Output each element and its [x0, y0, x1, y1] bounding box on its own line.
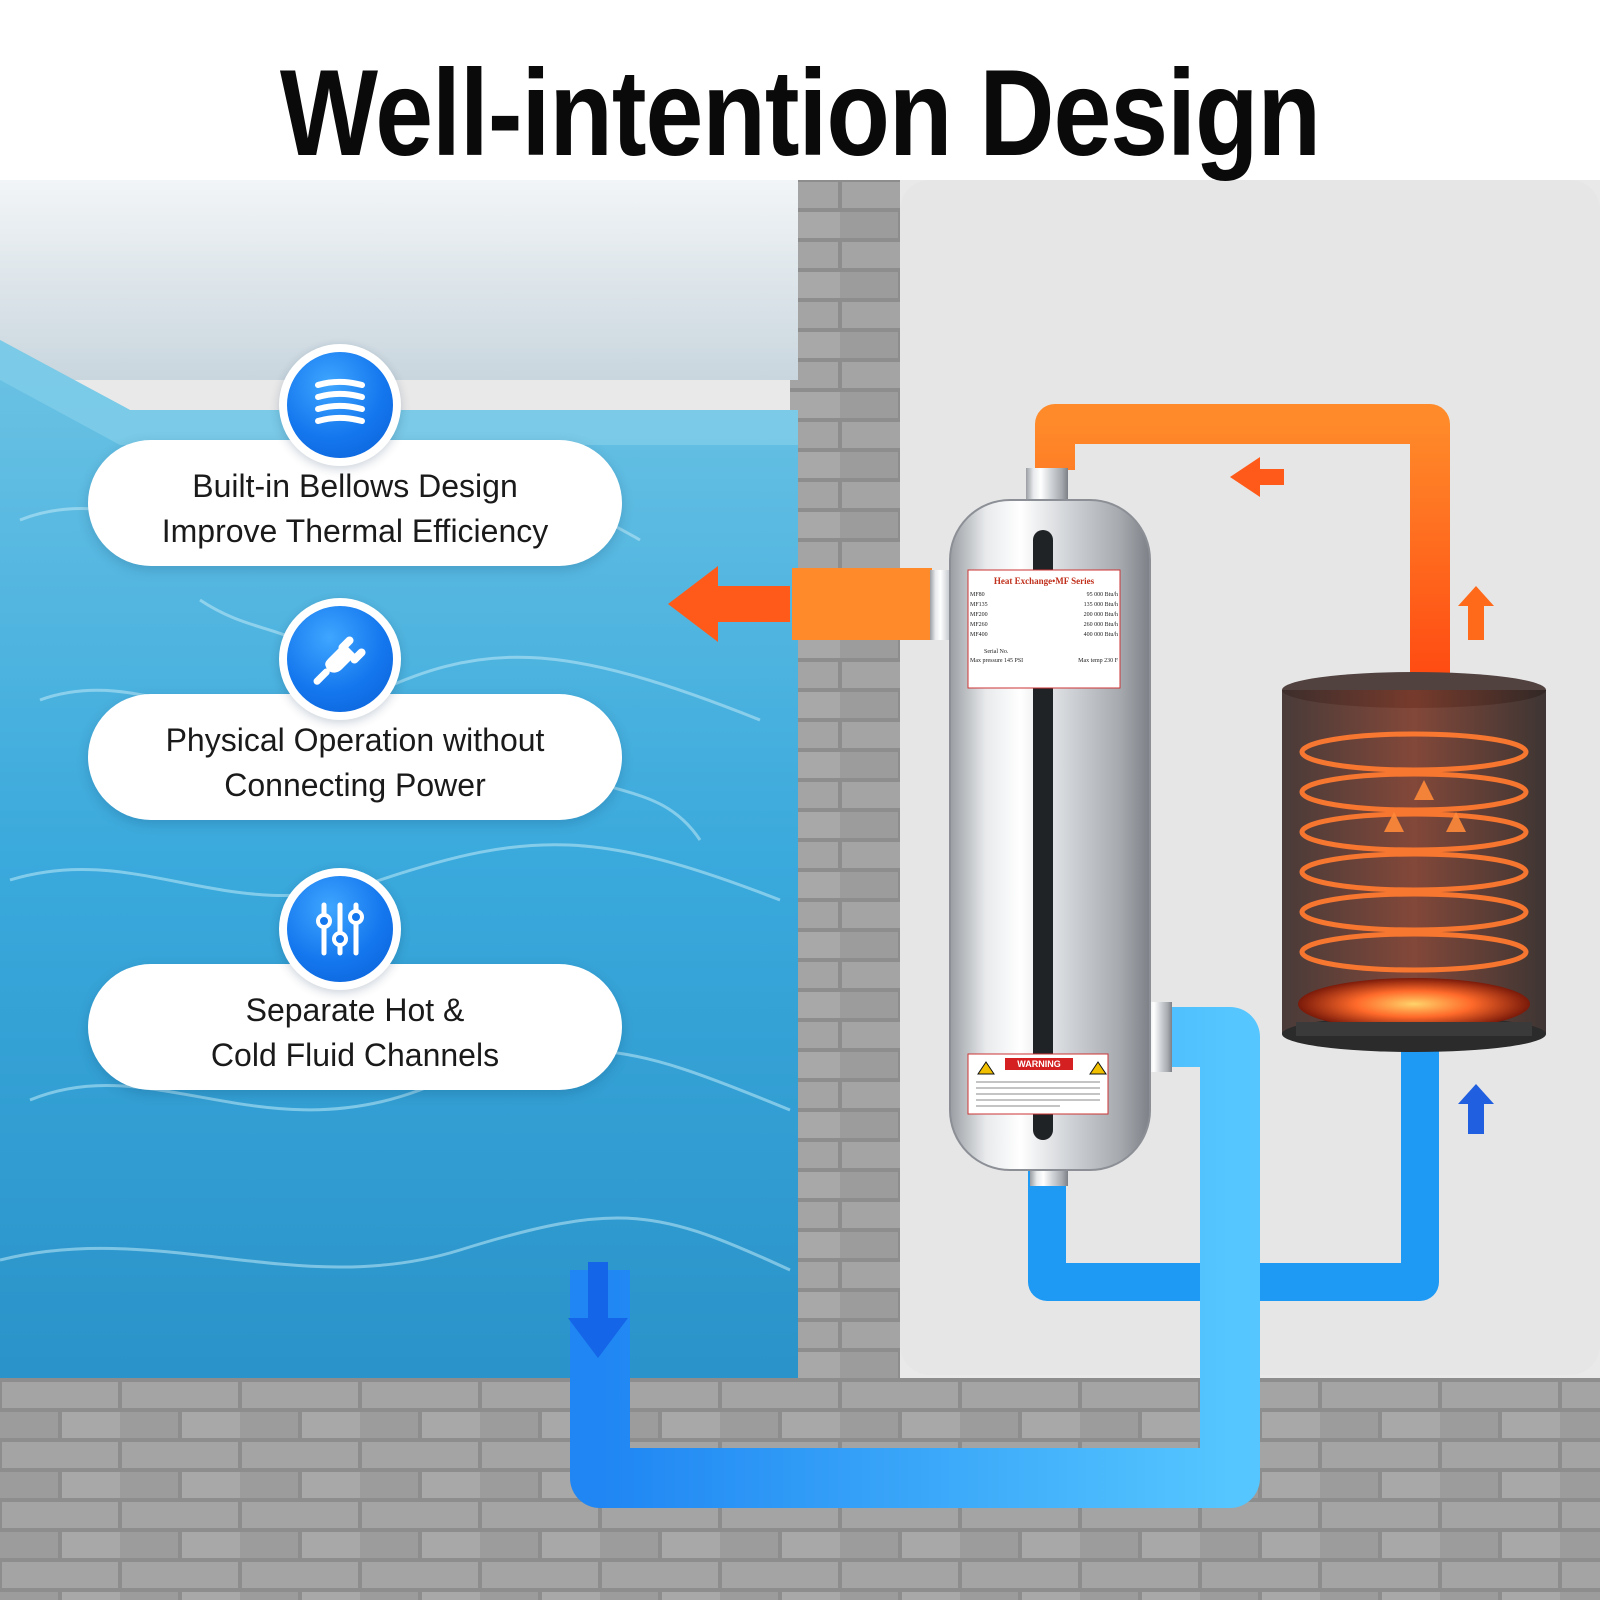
spec-rating: 400 000 Btu/h — [1083, 632, 1118, 638]
spec-model: MF80 — [970, 592, 985, 598]
heat-exchanger — [930, 468, 1172, 1186]
spec-rating: 260 000 Btu/h — [1083, 622, 1118, 628]
spec-max-temp: Max temp 230 F — [1078, 658, 1118, 664]
hot-flow-arrow-up — [1458, 586, 1494, 640]
warning-label-heading: WARNING — [1005, 1058, 1073, 1070]
hot-supply-loop — [1035, 404, 1450, 680]
sliders-icon — [316, 902, 364, 956]
spec-limits: Max pressure 145 PSI Max temp 230 F — [970, 657, 1118, 666]
feature-card-no-power: Physical Operation without Connecting Po… — [88, 694, 622, 820]
spec-row: MF80 95 000 Btu/h — [970, 590, 1118, 600]
heating-coil — [1299, 731, 1529, 973]
page-title: Well-intention Design — [279, 45, 1321, 183]
spec-rating: 200 000 Btu/h — [1083, 612, 1118, 618]
feature-subtitle: Cold Fluid Channels — [210, 1037, 500, 1073]
cold-flow-arrow-down — [568, 1262, 628, 1358]
water-heater-tank — [1282, 672, 1546, 1052]
hot-outlet-pipe — [792, 568, 932, 640]
spec-model: MF200 — [970, 612, 988, 618]
feature-card-bellows: Built-in Bellows Design Improve Thermal … — [88, 440, 622, 566]
spec-row: MF135 135 000 Btu/h — [970, 600, 1118, 610]
spec-label-text: Heat Exchange•MF Series MF80 95 000 Btu/… — [970, 576, 1118, 666]
spec-model: MF260 — [970, 622, 988, 628]
cold-intake-loop — [570, 1007, 1260, 1508]
hot-flow-arrow-top — [1230, 457, 1284, 497]
feature-title: Physical Operation without — [165, 722, 545, 758]
spec-row: MF400 400 000 Btu/h — [970, 630, 1118, 640]
spec-rating: 95 000 Btu/h — [1086, 592, 1118, 598]
spec-row: MF260 260 000 Btu/h — [970, 620, 1118, 630]
power-plug-icon — [313, 636, 366, 685]
spec-model: MF400 — [970, 632, 988, 638]
feature-title: Built-in Bellows Design — [192, 468, 518, 504]
spec-rating: 135 000 Btu/h — [1083, 602, 1118, 608]
spec-row: MF200 200 000 Btu/h — [970, 610, 1118, 620]
spec-max-pressure: Max pressure 145 PSI — [970, 658, 1024, 664]
spec-label-heading: Heat Exchange•MF Series — [993, 576, 1095, 586]
feature-subtitle: Connecting Power — [224, 767, 486, 803]
brick-wall-divider — [790, 180, 900, 1380]
feature-badge-no-power — [279, 598, 401, 720]
feature-badge-separate-channels — [279, 868, 401, 990]
feature-badge-bellows — [279, 344, 401, 466]
spec-model: MF135 — [970, 602, 988, 608]
spec-serial: Serial No. — [984, 649, 1009, 655]
feature-subtitle: Improve Thermal Efficiency — [161, 513, 549, 549]
swimming-pool — [0, 180, 798, 1378]
hot-flow-arrow-left — [668, 566, 790, 642]
feature-title: Separate Hot & — [245, 992, 465, 1028]
cold-flow-arrow-up — [1458, 1084, 1494, 1134]
bellows-coil-icon — [315, 378, 365, 424]
specification-label — [967, 569, 1121, 689]
burner — [1298, 978, 1530, 1030]
